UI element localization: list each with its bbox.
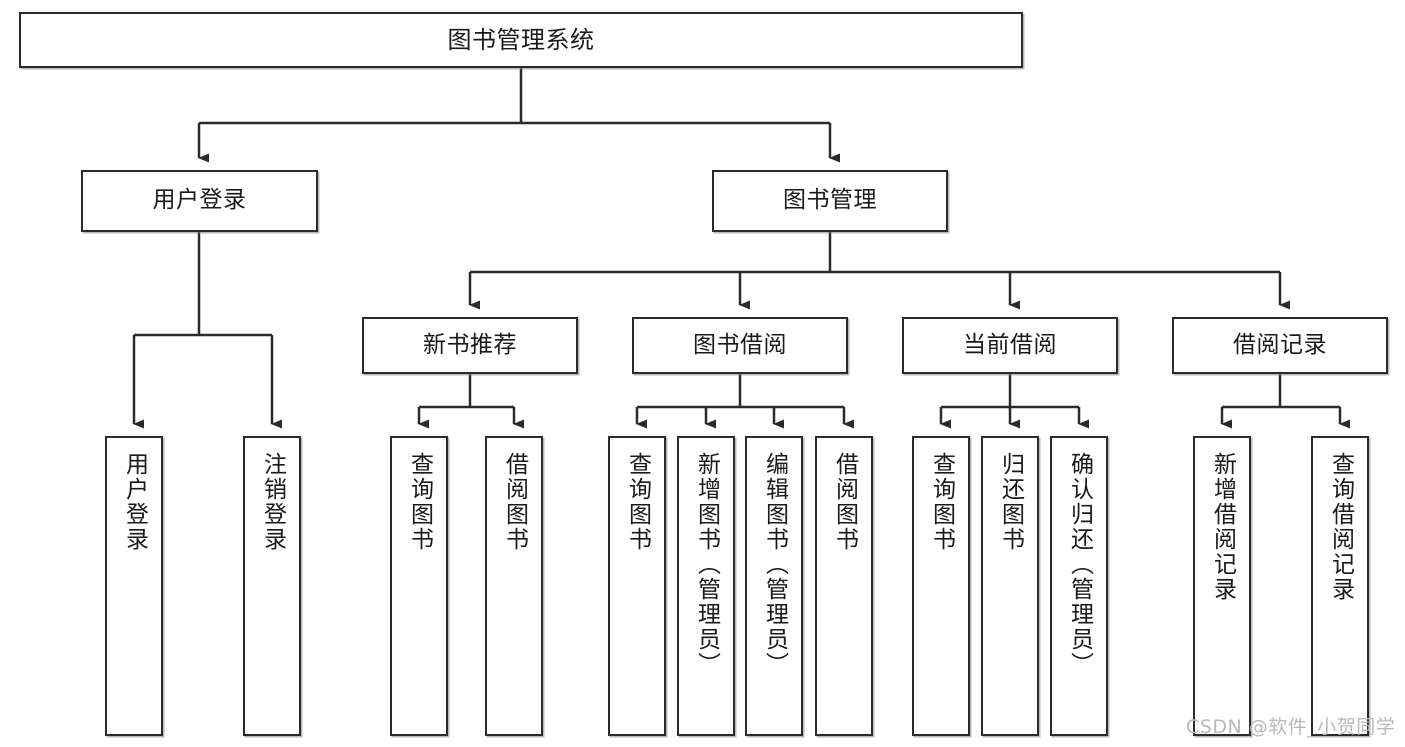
node-label: 查询图书 <box>406 452 433 552</box>
leaf-node-query-book-borrow[interactable]: 查询图书 <box>608 436 666 736</box>
node-label: 图书管理 <box>783 187 877 214</box>
node-label: 确认归还（管理员） <box>1066 452 1093 677</box>
node-user-login[interactable]: 用户登录 <box>81 170 318 232</box>
node-label: 归还图书 <box>997 452 1024 552</box>
node-root-book-management-system[interactable]: 图书管理系统 <box>19 12 1023 68</box>
node-label: 用户登录 <box>152 187 247 214</box>
node-book-borrow[interactable]: 图书借阅 <box>632 317 848 374</box>
leaf-node-query-borrow-record[interactable]: 查询借阅记录 <box>1311 436 1369 736</box>
leaf-node-add-book-admin[interactable]: 新增图书（管理员） <box>677 436 735 736</box>
node-current-borrow[interactable]: 当前借阅 <box>902 317 1118 374</box>
node-label: 查询图书 <box>928 452 955 552</box>
node-label: 图书管理系统 <box>447 25 595 54</box>
node-label: 注销登录 <box>259 452 286 552</box>
leaf-node-user-login[interactable]: 用户登录 <box>105 436 163 736</box>
leaf-node-edit-book-admin[interactable]: 编辑图书（管理员） <box>745 436 803 736</box>
leaf-node-add-borrow-record[interactable]: 新增借阅记录 <box>1193 436 1251 736</box>
node-label: 查询借阅记录 <box>1327 452 1354 602</box>
node-label: 编辑图书（管理员） <box>761 452 788 677</box>
leaf-node-query-book-recommend[interactable]: 查询图书 <box>390 436 448 736</box>
node-borrow-record[interactable]: 借阅记录 <box>1172 317 1388 374</box>
node-label: 新增图书（管理员） <box>693 452 720 677</box>
node-book-management[interactable]: 图书管理 <box>712 170 948 232</box>
node-label: 借阅图书 <box>501 452 528 552</box>
node-new-book-recommend[interactable]: 新书推荐 <box>362 317 578 374</box>
node-label: 用户登录 <box>121 452 148 552</box>
leaf-node-borrow-book-recommend[interactable]: 借阅图书 <box>485 436 543 736</box>
leaf-node-logout[interactable]: 注销登录 <box>243 436 301 736</box>
node-label: 新书推荐 <box>423 331 517 358</box>
node-label: 借阅图书 <box>831 452 858 552</box>
node-label: 图书借阅 <box>693 331 787 358</box>
node-label: 新增借阅记录 <box>1209 452 1236 602</box>
leaf-node-borrow-book[interactable]: 借阅图书 <box>815 436 873 736</box>
node-label: 当前借阅 <box>963 331 1057 358</box>
leaf-node-confirm-return-admin[interactable]: 确认归还（管理员） <box>1050 436 1108 736</box>
node-label: 借阅记录 <box>1233 331 1327 358</box>
watermark-text: CSDN @软件_小贺同学 <box>1186 716 1396 738</box>
leaf-node-query-book-current[interactable]: 查询图书 <box>912 436 970 736</box>
node-label: 查询图书 <box>624 452 651 552</box>
leaf-node-return-book[interactable]: 归还图书 <box>981 436 1039 736</box>
